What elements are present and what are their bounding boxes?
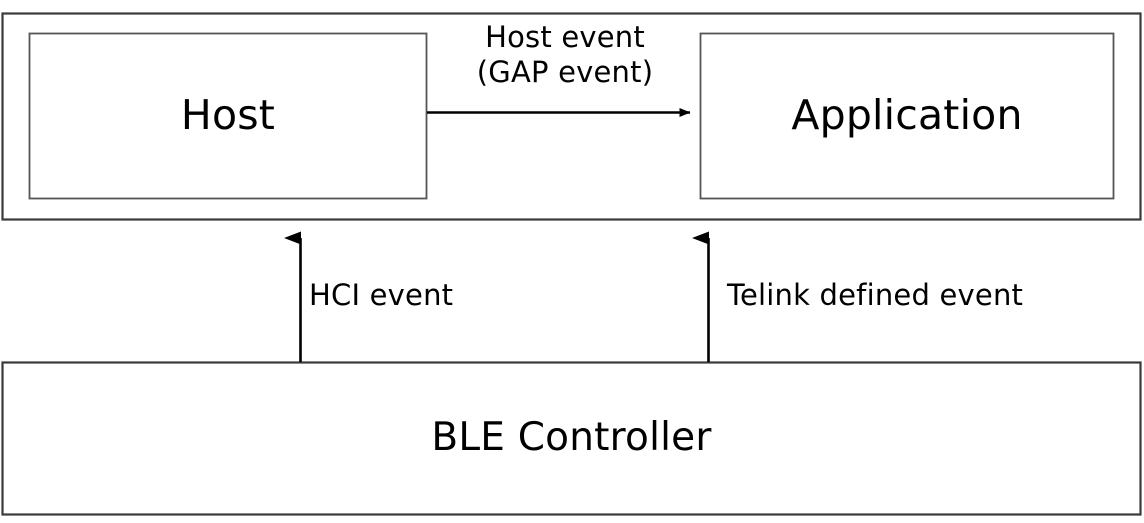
host-event-line-1: Host event (485, 20, 645, 54)
host-box (28, 32, 428, 200)
host-to-application-arrow-label: Host event (GAP event) (430, 20, 700, 91)
host-box-label: Host (180, 91, 276, 140)
host-event-line-2: (GAP event) (476, 55, 654, 90)
application-box-label: Application (791, 91, 1023, 140)
application-box (699, 32, 1115, 200)
controller-to-host-arrow-label: HCI event (309, 278, 454, 312)
controller-to-application-arrow-label: Telink defined event (727, 278, 1024, 312)
ble-controller-box (1, 361, 1142, 516)
ble-controller-box-label: BLE Controller (431, 415, 712, 461)
